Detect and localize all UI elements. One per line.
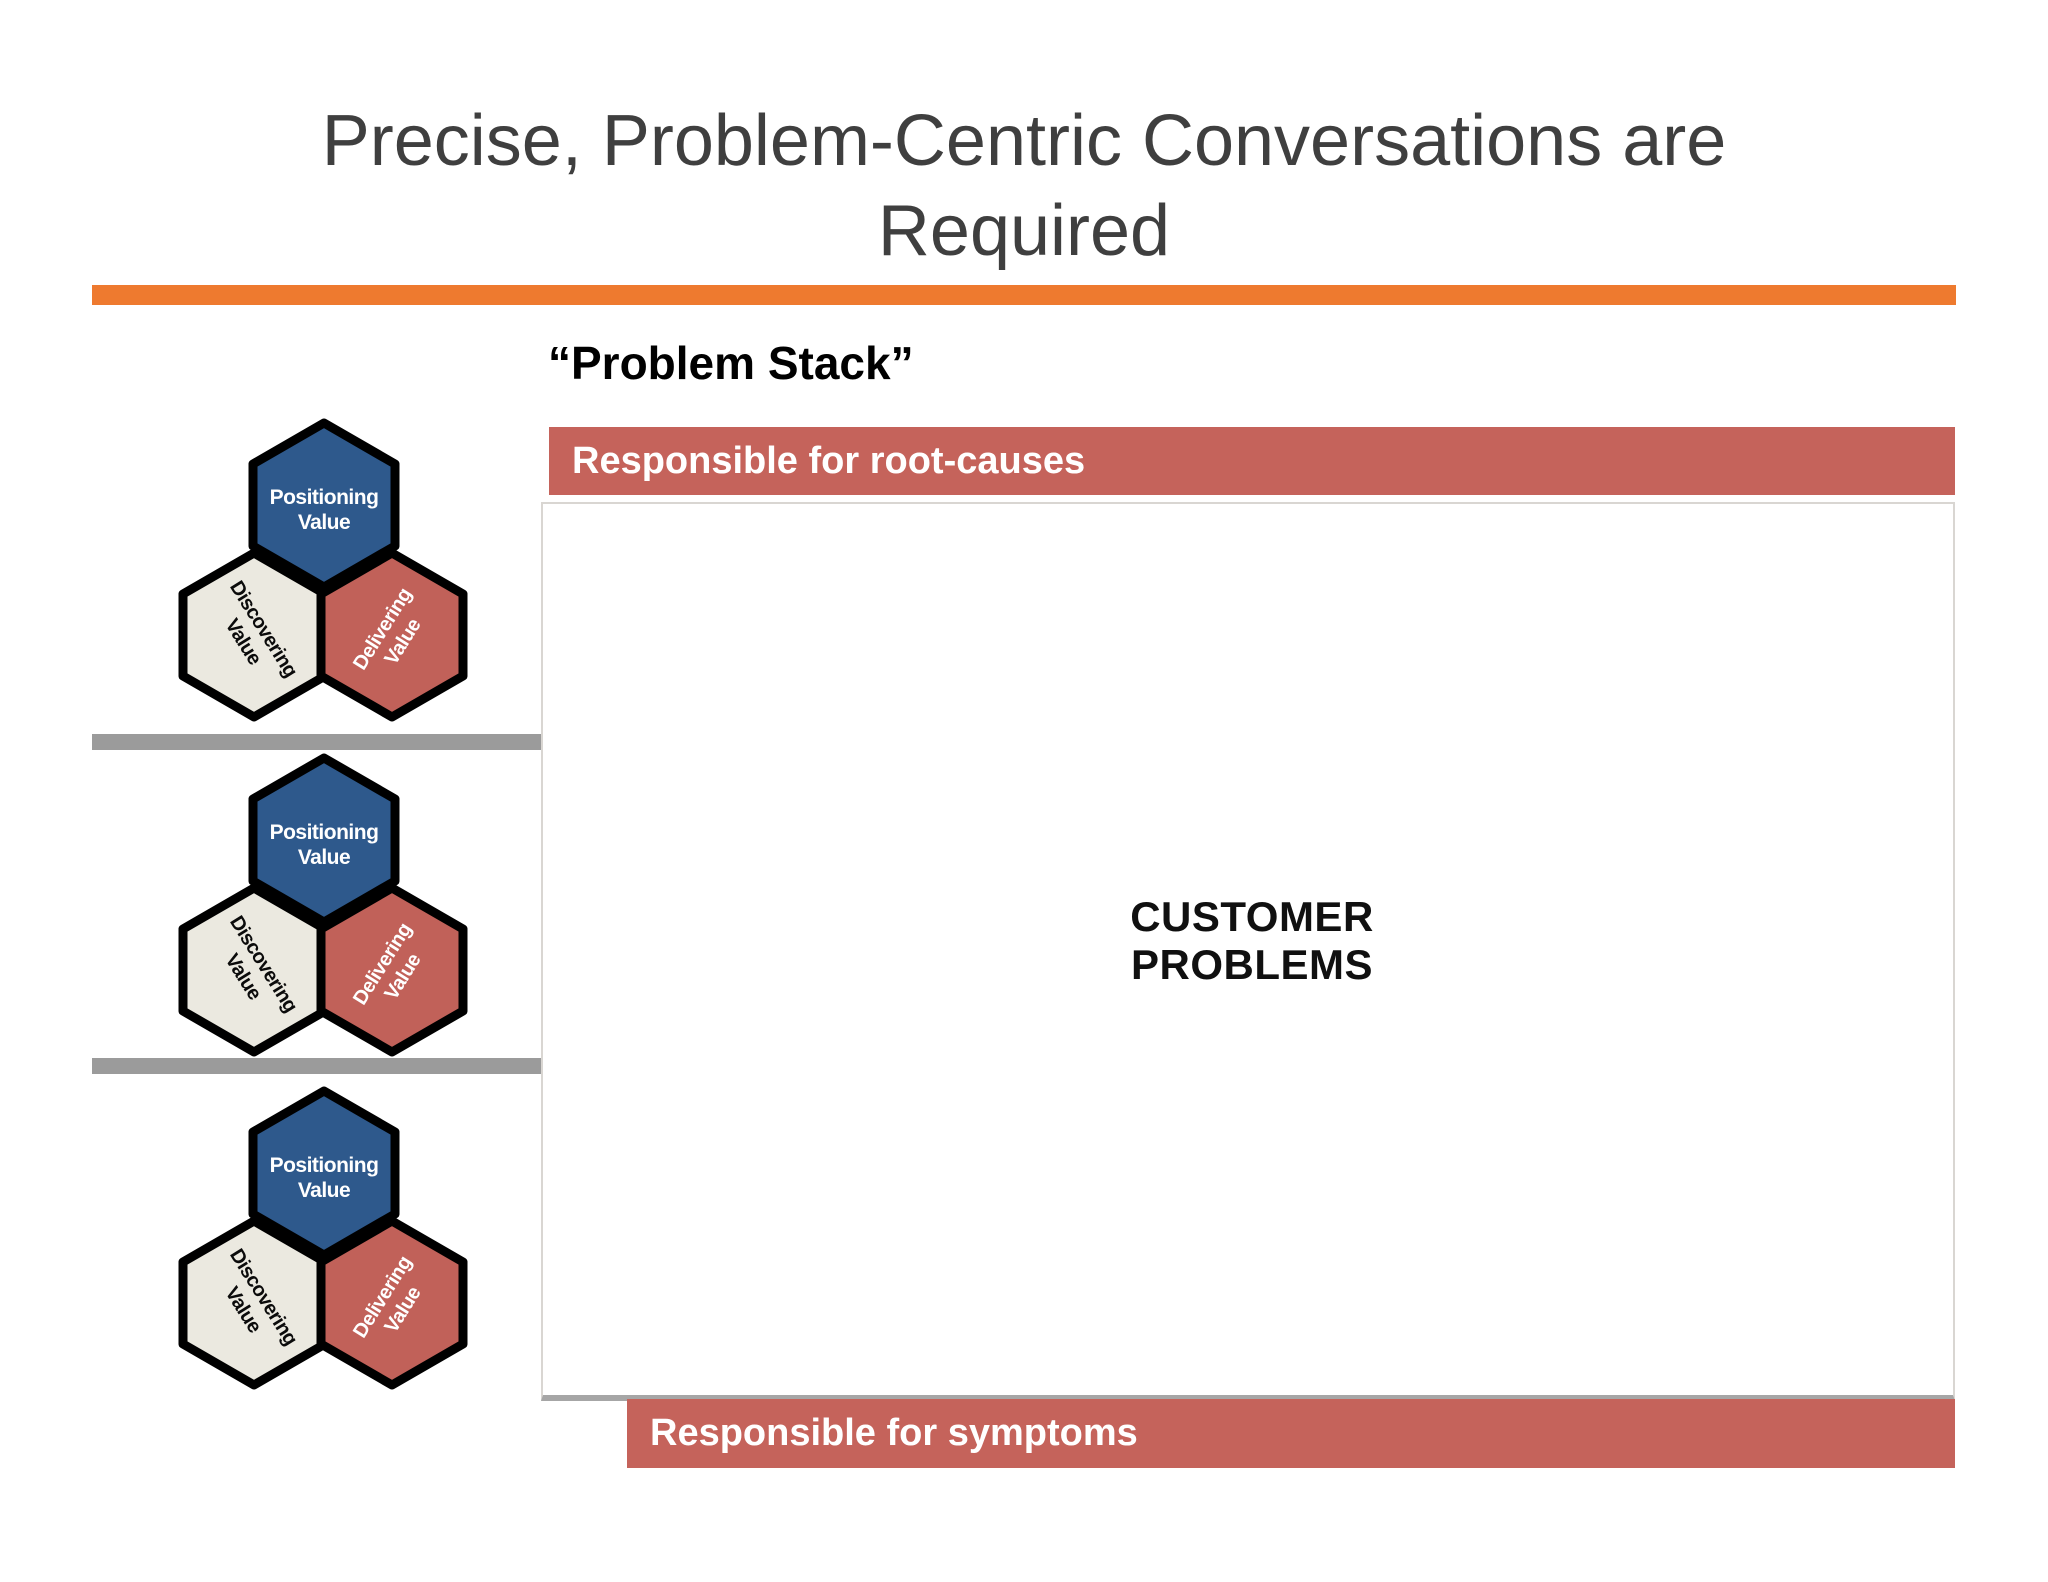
root-causes-banner: Responsible for root-causes — [549, 427, 1955, 495]
hexagon-positioning-value — [248, 753, 400, 927]
hex-divider-2 — [92, 1058, 541, 1074]
hexagon-positioning-value — [248, 1086, 400, 1260]
positioning-value-label-line-2: Value — [298, 846, 350, 869]
hexagon-positioning-value — [248, 418, 400, 592]
customer-problems-label: CUSTOMER PROBLEMS — [1052, 893, 1452, 989]
hexagon-delivering-value — [316, 883, 468, 1057]
hexagon-discovering-value — [178, 1216, 330, 1390]
positioning-value-label-line-2: Value — [298, 1179, 350, 1202]
positioning-value-label-line-1: Positioning — [270, 486, 379, 509]
page-title-line-1: Precise, Problem-Centric Conversations a… — [321, 101, 1727, 181]
hex-cluster-1: Positioning Value Discovering Value Deli… — [178, 418, 470, 722]
symptoms-banner: Responsible for symptoms — [627, 1399, 1955, 1468]
hex-cluster-graphic: Positioning Value Discovering Value Deli… — [178, 753, 468, 1057]
problem-stack-heading: “Problem Stack” — [548, 337, 914, 389]
positioning-value-label-line-1: Positioning — [270, 1154, 379, 1177]
symptoms-banner-label: Responsible for symptoms — [650, 1412, 1138, 1454]
root-causes-banner-label: Responsible for root-causes — [572, 440, 1086, 482]
page-title: Precise, Problem-Centric Conversations a… — [92, 96, 1956, 276]
positioning-value-label-line-2: Value — [298, 511, 350, 534]
hexagon-discovering-value — [178, 548, 330, 722]
hex-cluster-graphic: Positioning Value Discovering Value Deli… — [178, 418, 468, 722]
hex-cluster-2: Positioning Value Discovering Value Deli… — [178, 753, 470, 1057]
customer-problems-line-2: PROBLEMS — [1130, 941, 1373, 988]
customer-problems-box — [541, 502, 1955, 1401]
hexagon-delivering-value — [316, 1216, 468, 1390]
accent-rule — [92, 285, 1956, 305]
hexagon-delivering-value — [316, 548, 468, 722]
positioning-value-label-line-1: Positioning — [270, 821, 379, 844]
hex-cluster-graphic: Positioning Value Discovering Value Deli… — [178, 1086, 468, 1390]
hexagon-discovering-value — [178, 883, 330, 1057]
page-title-line-2: Required — [877, 191, 1171, 271]
hex-cluster-3: Positioning Value Discovering Value Deli… — [178, 1086, 470, 1390]
customer-problems-line-1: CUSTOMER — [1130, 893, 1374, 940]
hex-divider-1 — [92, 734, 541, 750]
